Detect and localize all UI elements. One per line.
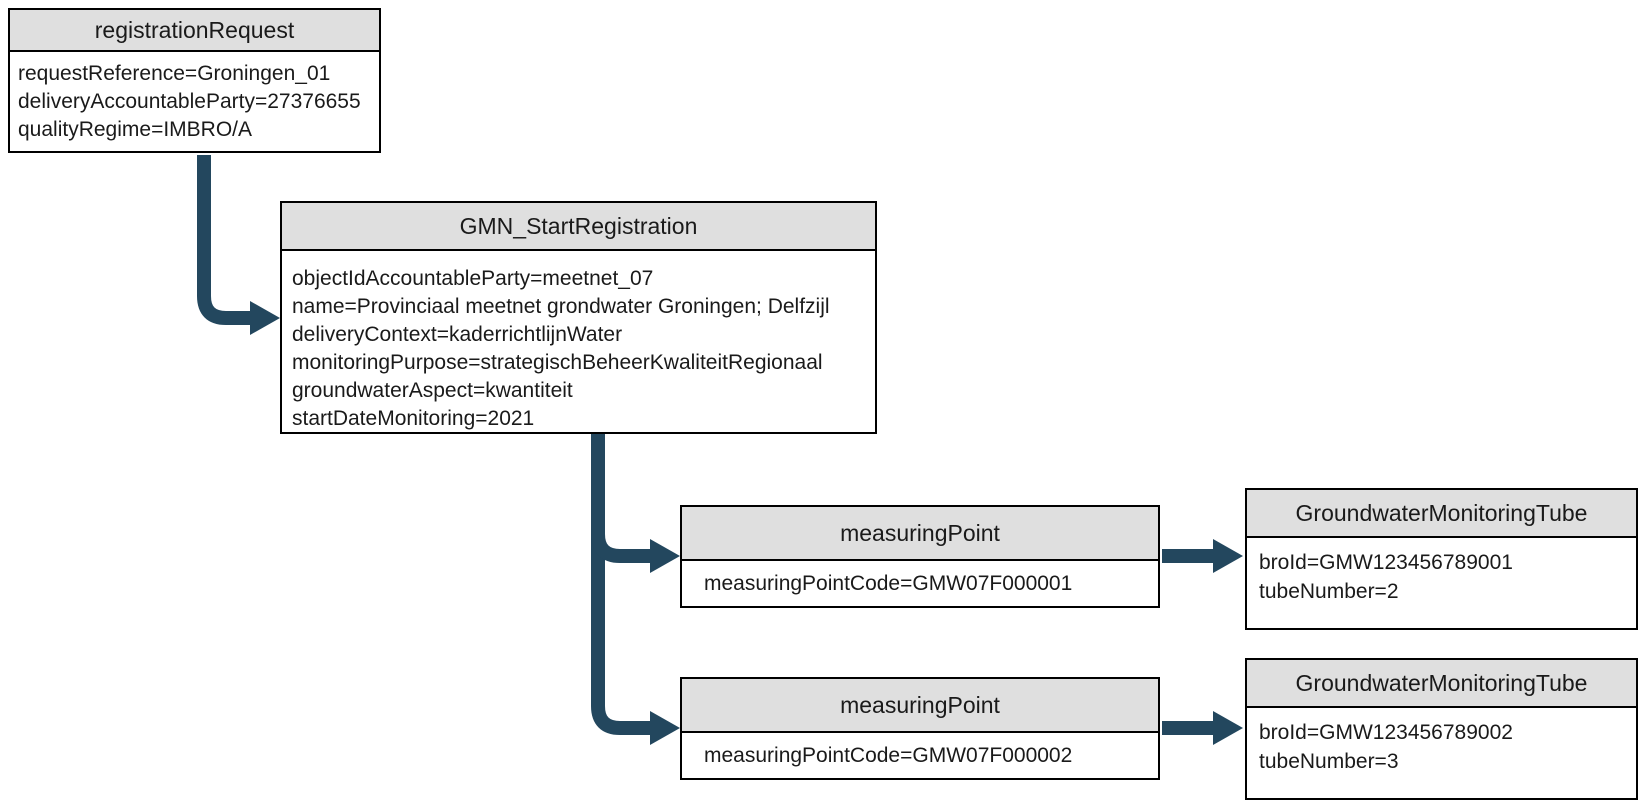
attribute-line: qualityRegime=IMBRO/A xyxy=(18,118,253,141)
node-attributes: measuringPointCode=GMW07F000002 xyxy=(682,733,1158,778)
node-title: measuringPoint xyxy=(682,679,1158,733)
node-attributes: requestReference=Groningen_01 deliveryAc… xyxy=(10,52,379,151)
attribute-line: startDateMonitoring=2021 xyxy=(292,407,535,430)
node-title: registrationRequest xyxy=(10,10,379,52)
attribute-line: objectIdAccountableParty=meetnet_07 xyxy=(292,267,654,290)
node-attributes: broId=GMW123456789001 tubeNumber=2 xyxy=(1247,538,1636,628)
node-title: measuringPoint xyxy=(682,507,1158,561)
node-groundwater-monitoring-tube-1: GroundwaterMonitoringTube broId=GMW12345… xyxy=(1245,488,1638,630)
node-attributes: broId=GMW123456789002 tubeNumber=3 xyxy=(1247,708,1636,798)
connector-gmn-branch-to-measuringpoint-1 xyxy=(591,505,680,573)
attribute-line: groundwaterAspect=kwantiteit xyxy=(292,379,573,402)
attribute-line: monitoringPurpose=strategischBeheerKwali… xyxy=(292,351,823,374)
node-measuring-point-2: measuringPoint measuringPointCode=GMW07F… xyxy=(680,677,1160,780)
attribute-line: measuringPointCode=GMW07F000002 xyxy=(704,743,1073,767)
node-title: GroundwaterMonitoringTube xyxy=(1247,490,1636,538)
node-gmn-start-registration: GMN_StartRegistration objectIdAccountabl… xyxy=(280,201,877,434)
attribute-line: broId=GMW123456789002 xyxy=(1259,721,1513,744)
attribute-line: requestReference=Groningen_01 xyxy=(18,62,331,85)
attribute-line: broId=GMW123456789001 xyxy=(1259,551,1513,574)
connector-request-to-gmn xyxy=(197,155,280,335)
connector-gmn-trunk-to-measuringpoint-2 xyxy=(591,434,680,745)
attribute-line: deliveryAccountableParty=27376655 xyxy=(18,90,361,113)
attribute-line: tubeNumber=2 xyxy=(1259,580,1399,603)
attribute-line: tubeNumber=3 xyxy=(1259,750,1399,773)
attribute-line: name=Provinciaal meetnet grondwater Gron… xyxy=(292,295,830,318)
node-groundwater-monitoring-tube-2: GroundwaterMonitoringTube broId=GMW12345… xyxy=(1245,658,1638,800)
node-title: GMN_StartRegistration xyxy=(282,203,875,251)
node-attributes: objectIdAccountableParty=meetnet_07 name… xyxy=(282,251,875,432)
node-measuring-point-1: measuringPoint measuringPointCode=GMW07F… xyxy=(680,505,1160,608)
attribute-line: deliveryContext=kaderrichtlijnWater xyxy=(292,323,623,346)
node-registration-request: registrationRequest requestReference=Gro… xyxy=(8,8,381,153)
node-attributes: measuringPointCode=GMW07F000001 xyxy=(682,561,1158,606)
attribute-line: measuringPointCode=GMW07F000001 xyxy=(704,571,1073,595)
node-title: GroundwaterMonitoringTube xyxy=(1247,660,1636,708)
